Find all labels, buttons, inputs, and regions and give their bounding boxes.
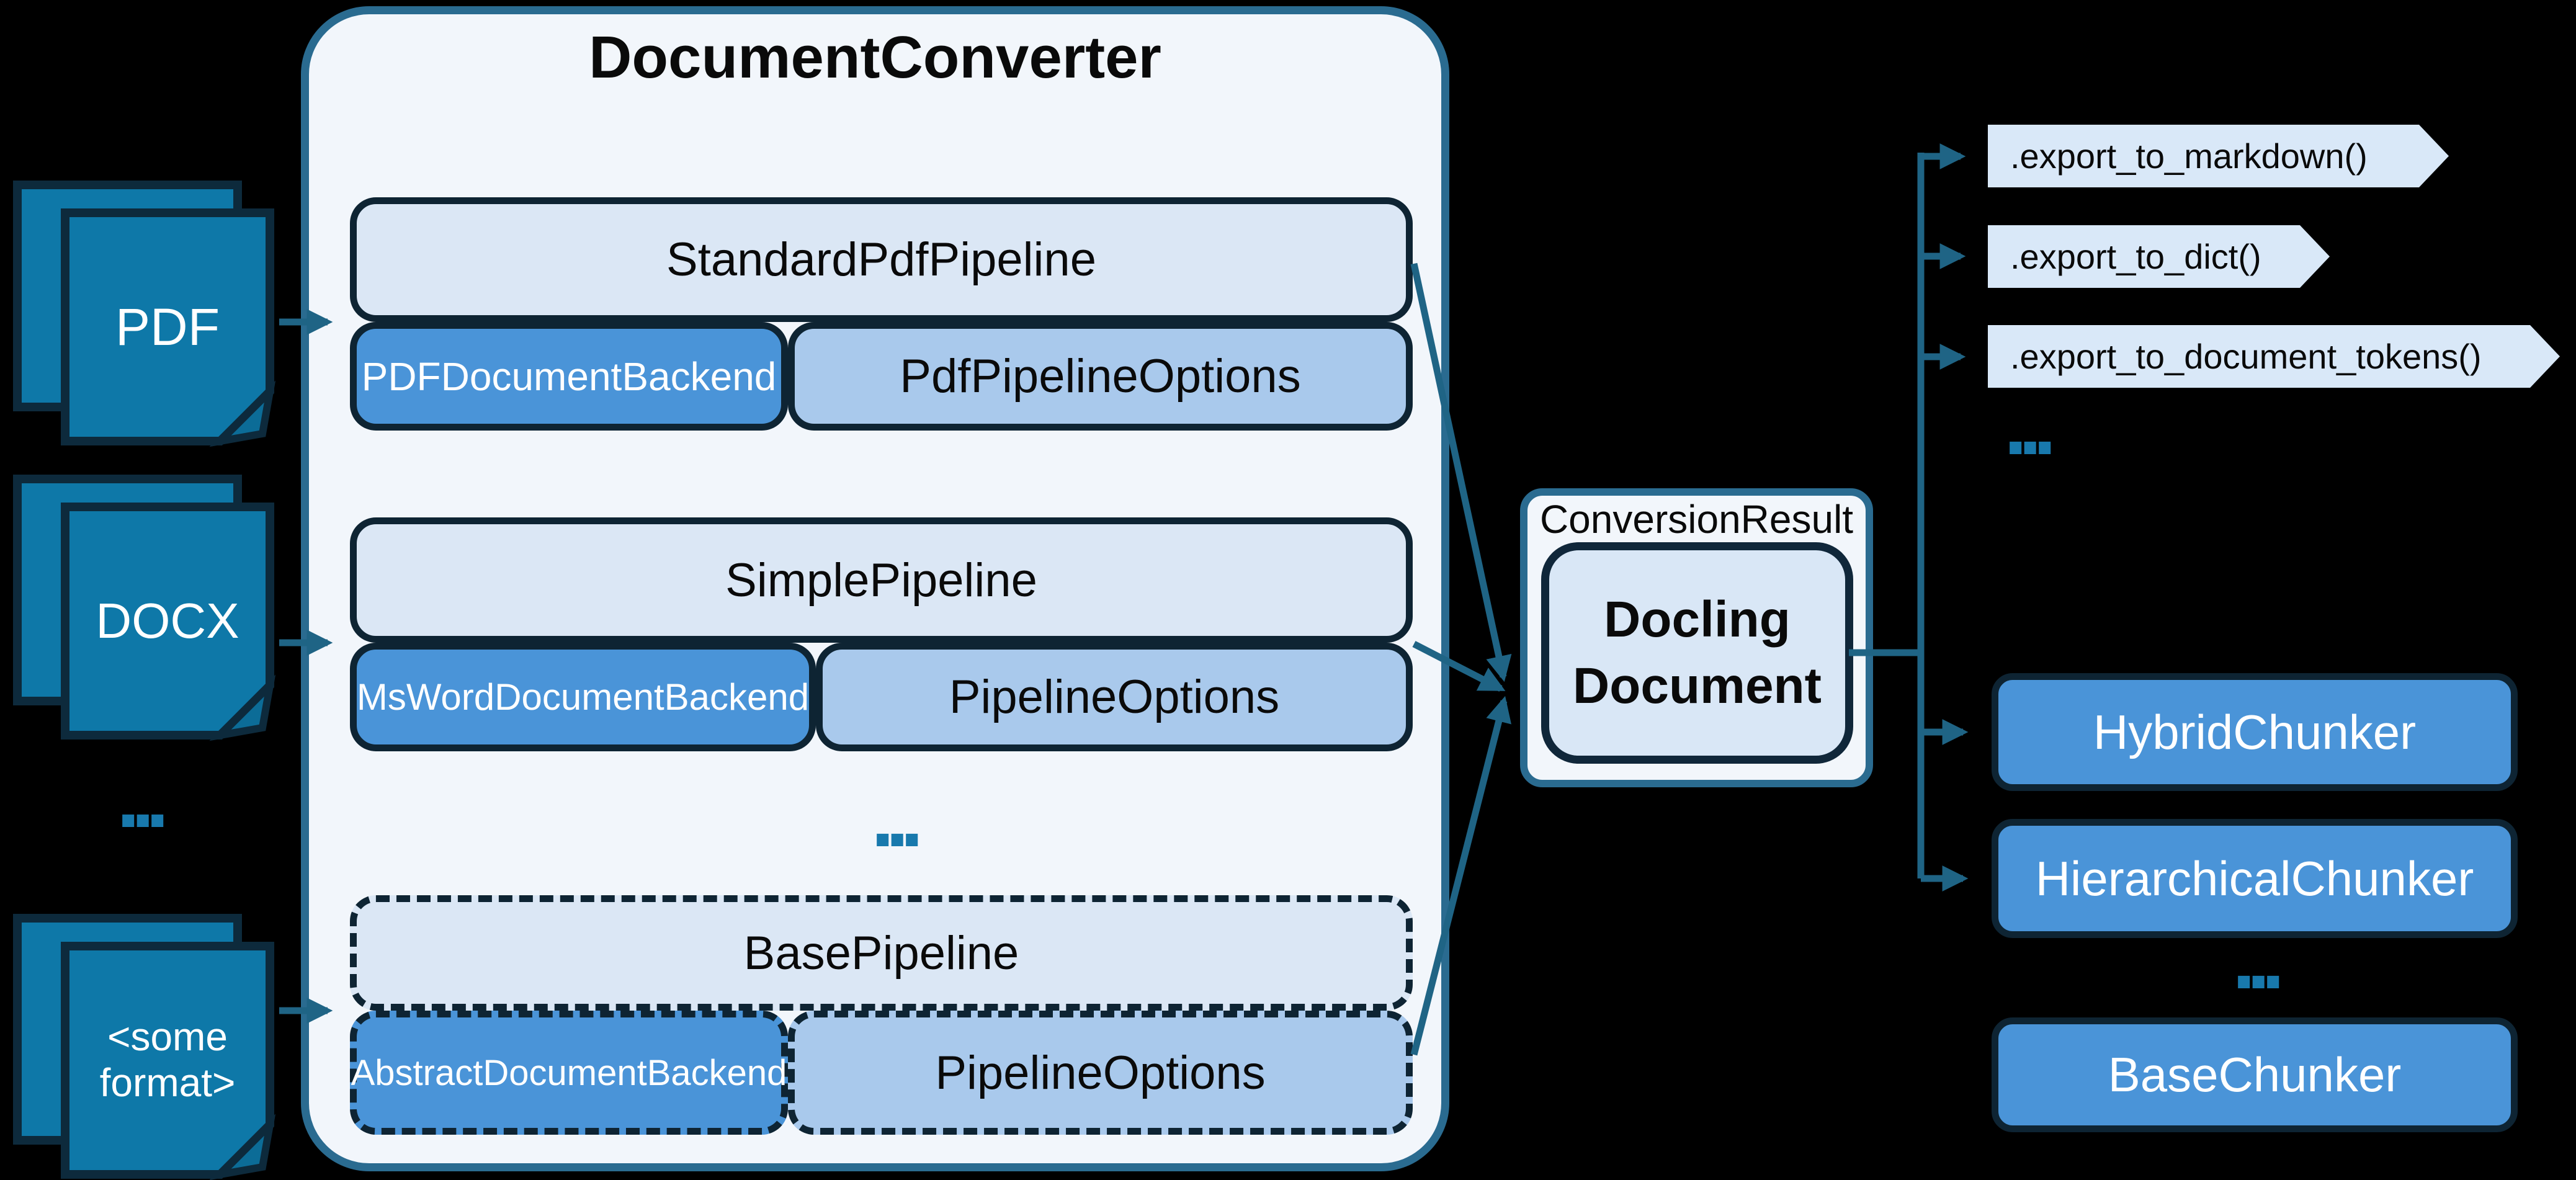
- pdf-document-backend-box: PDFDocumentBackend: [350, 322, 788, 431]
- base-pipeline-options-box: PipelineOptions: [788, 1011, 1413, 1135]
- export-to-dict-label: .export_to_dict(): [2010, 237, 2261, 276]
- abstract-document-backend-box: AbstractDocumentBackend: [350, 1011, 788, 1135]
- msword-document-backend-box: MsWordDocumentBackend: [350, 643, 816, 751]
- base-chunker-box: BaseChunker: [1992, 1017, 2518, 1132]
- hybrid-chunker-box: HybridChunker: [1992, 673, 2518, 791]
- docx-document-icon: DOCX: [13, 475, 276, 741]
- export-to-markdown-chevron: .export_to_markdown(): [1988, 125, 2449, 187]
- folded-corner-shape: [209, 674, 276, 741]
- export-to-document-tokens-chevron: .export_to_document_tokens(): [1988, 325, 2560, 388]
- exports-ellipsis: ...: [2004, 378, 2056, 472]
- standard-pdf-pipeline-box: StandardPdfPipeline: [350, 197, 1413, 322]
- base-pipeline-box: BasePipeline: [350, 895, 1413, 1011]
- msword-document-backend-label: MsWordDocumentBackend: [356, 676, 810, 718]
- pipeline-options-label: PipelineOptions: [949, 671, 1280, 723]
- standard-pdf-pipeline-label: StandardPdfPipeline: [666, 233, 1096, 286]
- export-to-markdown-label: .export_to_markdown(): [2010, 136, 2368, 176]
- some-format-document-icon: <some format>: [13, 914, 276, 1180]
- some-format-label: <some format>: [99, 1014, 236, 1105]
- pipeline-options-box: PipelineOptions: [816, 643, 1413, 751]
- chunkers-ellipsis: ...: [2232, 913, 2284, 1006]
- docx-label: DOCX: [96, 593, 239, 648]
- hybrid-chunker-label: HybridChunker: [2093, 704, 2417, 759]
- simple-pipeline-box: SimplePipeline: [350, 517, 1413, 643]
- conversion-result-label: ConversionResult: [1539, 497, 1854, 542]
- export-to-document-tokens-label: .export_to_document_tokens(): [2010, 337, 2482, 376]
- base-chunker-label: BaseChunker: [2108, 1047, 2402, 1102]
- stacked-pages-icon: [13, 181, 276, 447]
- arrow-standard-pipeline-to-result: [1410, 262, 1512, 682]
- arrow-base-pipeline-to-result: [1410, 695, 1512, 1056]
- pdf-label: PDF: [115, 297, 220, 356]
- base-pipeline-options-label: PipelineOptions: [935, 1046, 1266, 1099]
- pipelines-ellipsis: ...: [871, 771, 923, 864]
- stacked-pages-icon: [13, 475, 276, 741]
- pdf-pipeline-options-box: PdfPipelineOptions: [788, 322, 1413, 431]
- folded-corner-shape: [209, 380, 276, 447]
- docling-document-label: Docling Document: [1573, 591, 1822, 714]
- document-converter-title: DocumentConverter: [589, 24, 1161, 91]
- pdf-document-icon: PDF: [13, 181, 276, 447]
- export-to-dict-chevron: .export_to_dict(): [1988, 225, 2330, 288]
- hierarchical-chunker-box: HierarchicalChunker: [1992, 819, 2518, 938]
- inputs-ellipsis: ...: [117, 751, 169, 845]
- pdf-pipeline-options-label: PdfPipelineOptions: [900, 350, 1301, 403]
- arrow-simple-pipeline-to-result: [1412, 641, 1506, 692]
- simple-pipeline-label: SimplePipeline: [725, 553, 1037, 607]
- stacked-pages-icon: [13, 914, 276, 1180]
- abstract-document-backend-label: AbstractDocumentBackend: [351, 1052, 787, 1093]
- base-pipeline-label: BasePipeline: [743, 926, 1019, 980]
- hierarchical-chunker-label: HierarchicalChunker: [2035, 851, 2474, 906]
- pdf-document-backend-label: PDFDocumentBackend: [361, 354, 777, 399]
- folded-corner-shape: [209, 1114, 276, 1180]
